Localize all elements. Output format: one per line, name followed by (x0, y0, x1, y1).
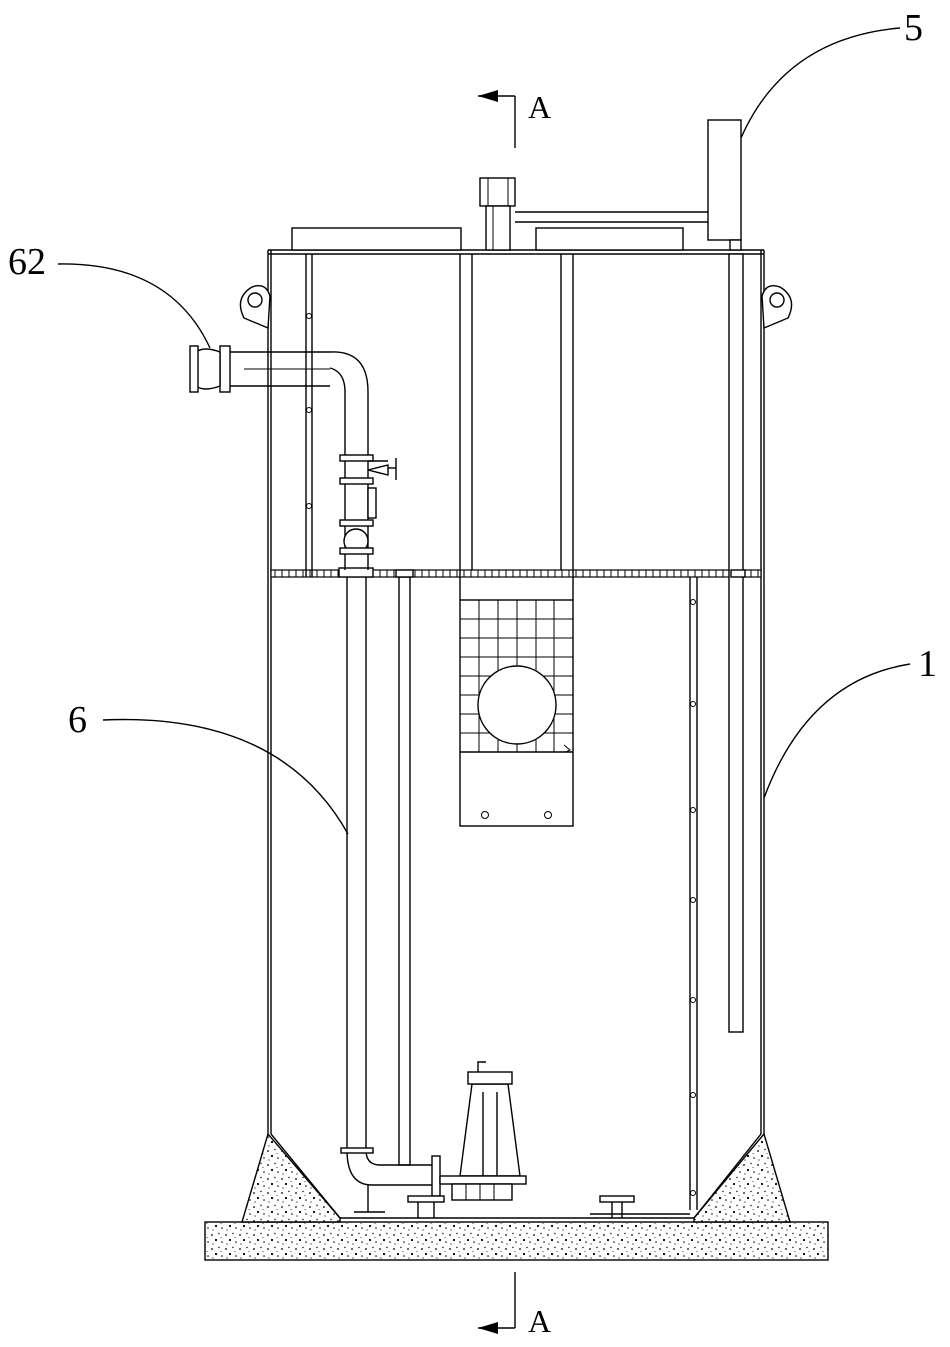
vent-pipe (479, 177, 516, 251)
lifting-lug-left (239, 284, 271, 330)
ladder-upper-left (305, 254, 313, 577)
discharge-pipe (338, 567, 445, 1218)
callout-label-6: 6 (68, 699, 87, 741)
grating-platform (270, 569, 762, 578)
section-label-top: A (528, 89, 551, 125)
gate-valve (339, 487, 377, 555)
submersible-pump (439, 1061, 527, 1201)
central-channel (459, 254, 574, 600)
cable-conduit (728, 253, 746, 1033)
outlet-pipe-horizontal (189, 345, 330, 393)
callout-label-1: 1 (918, 643, 937, 685)
screen-basket (459, 599, 574, 827)
ladder-lower-right (689, 577, 698, 1210)
callout-1: 1 (763, 643, 937, 799)
section-mark-top: A (478, 89, 551, 148)
callout-62: 62 (8, 241, 211, 349)
callout-label-5: 5 (904, 7, 923, 49)
callout-5: 5 (740, 7, 923, 139)
top-cover-plates (291, 227, 684, 251)
section-mark-bottom: A (478, 1272, 551, 1339)
callout-label-62: 62 (8, 241, 46, 283)
control-box (515, 119, 742, 251)
check-valve (339, 454, 397, 485)
guide-rails (395, 569, 414, 1166)
section-label-bottom: A (528, 1303, 551, 1339)
concrete-foundation (204, 1132, 829, 1261)
lifting-lug-right (761, 284, 793, 330)
callout-6: 6 (68, 699, 349, 835)
floor-bracket (590, 1195, 690, 1218)
